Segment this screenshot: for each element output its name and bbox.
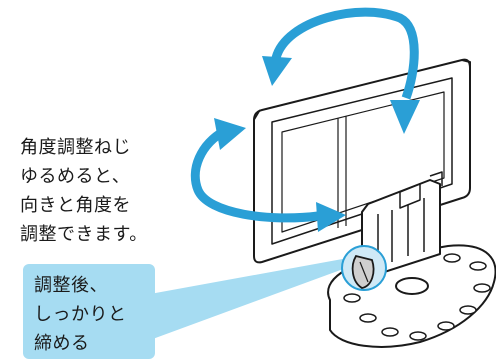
callout-box [23,264,155,359]
callout-line: 締める [34,333,90,354]
callout-text: 調整後、 しっかりと 締める [34,271,127,358]
instruction-text: 角度調整ねじ ゆるめると、 向きと角度を 調整できます。 [20,133,148,249]
rotate-horizontal-arrow-icon [190,118,346,232]
stand-illustration [361,171,443,277]
instruction-line: 角度調整ねじ [20,137,131,158]
instruction-line: ゆるめると、 [20,166,131,187]
instruction-line: 向きと角度を [20,195,131,216]
callout-pointer [150,258,348,340]
rotate-vertical-arrow-icon [262,7,420,134]
callout-line: 調整後、 [34,275,108,296]
instruction-line: 調整できます。 [20,224,148,245]
callout-line: しっかりと [34,304,127,325]
angle-screw-icon [341,245,387,291]
